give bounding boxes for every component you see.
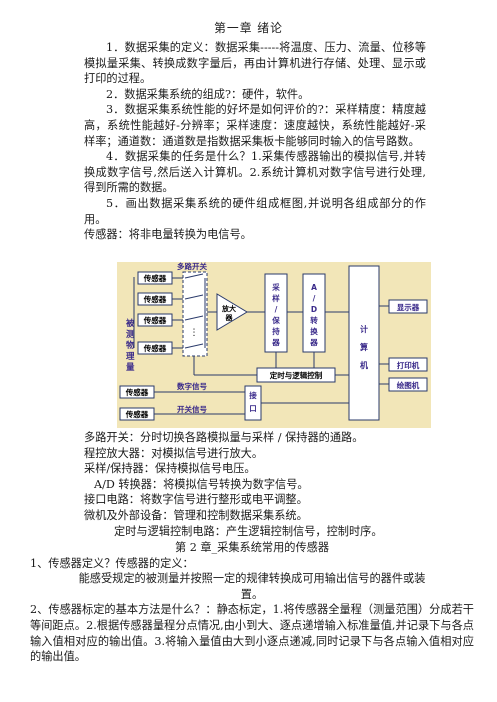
svg-text:打印机: 打印机	[397, 360, 420, 370]
svg-text:采样/保持器: 采样/保持器	[271, 282, 280, 347]
svg-text:计算机: 计算机	[360, 324, 368, 370]
switch-signal-label: 开关信号	[177, 404, 207, 414]
q-calibration: 2、传感器标定的基本方法是什么？：静态标定，1.将传感器全量程（测量范围）分成若…	[30, 603, 474, 664]
hardware-block-diagram: 被测物理量 传感器 传感器 传感器 传感器 多路开关	[117, 262, 431, 428]
svg-text:定时与逻辑控制: 定时与逻辑控制	[270, 370, 323, 380]
def-timing: 定时与逻辑控制电路：产生逻辑控制信号，控制时序。	[114, 524, 383, 538]
def-amp: 程控放大器：对模拟信号进行放大。	[84, 446, 264, 460]
svg-text:传感器: 传感器	[143, 343, 167, 353]
chapter-title: 第一章 绪论	[214, 21, 283, 35]
svg-text:显示器: 显示器	[397, 303, 420, 312]
svg-text:传感器: 传感器	[125, 409, 149, 419]
sensor-3: 传感器	[137, 313, 173, 327]
sample-hold: 采样/保持器	[264, 273, 288, 353]
paragraph-sensor: 传感器：将非电量转换为电信号。	[84, 228, 252, 242]
plotter-device: 绘图机	[388, 377, 428, 392]
svg-text:传感器: 传感器	[143, 273, 167, 283]
svg-text:放大器: 放大器	[221, 304, 236, 322]
svg-text:传感器: 传感器	[143, 315, 167, 325]
def-iface: 接口电路：将数字信号进行整形或电平调整。	[84, 493, 308, 507]
printer-device: 打印机	[388, 357, 428, 372]
chapter2-body: 第 2 章_采集系统常用的传感器 1、传感器定义？传感器的定义： 能感受规定的被…	[30, 540, 474, 665]
def-pc: 微机及外部设备：管理和控制数据采集系统。	[84, 508, 308, 522]
paragraph-performance: 3．数据采集系统性能的好坏是如何评价的?：采样精度：精度越高，系统性能越好-分辨…	[84, 103, 426, 148]
svg-text:⋮: ⋮	[190, 328, 199, 338]
interface: 接口	[244, 385, 262, 421]
computer: 计算机	[348, 265, 380, 421]
sensor-4: 传感器	[137, 341, 173, 355]
svg-text:传感器: 传感器	[143, 294, 167, 304]
timing-logic-control: 定时与逻辑控制	[256, 367, 336, 383]
display-device: 显示器	[388, 299, 428, 314]
paragraph-composition: 2．数据采集系统的组成?：硬件，软件。	[106, 87, 310, 101]
q-sensor-definition: 1、传感器定义？传感器的定义：	[30, 556, 194, 570]
component-definitions: 多路开关：分时切换各路模拟量与采样 / 保持器的通路。 程控放大器：对模拟信号进…	[84, 430, 426, 539]
sensor-switch: 传感器	[119, 407, 155, 421]
sensor-2: 传感器	[137, 292, 173, 306]
svg-text:多路开关: 多路开关	[177, 262, 207, 271]
multiplexer: 多路开关 ⋮	[177, 262, 208, 357]
svg-text:传感器: 传感器	[125, 387, 149, 397]
paragraph-diagram-question: 5．画出数据采集系统的硬件组成框图,并说明各组成部分的作用。	[84, 196, 426, 226]
a-sensor-definition: 能感受规定的被测量并按照一定的规律转换成可用输出信号的器件或装置。	[78, 572, 426, 601]
measured-quantity-label: 被测物理量	[126, 318, 135, 373]
svg-text:接口: 接口	[249, 390, 257, 413]
digital-signal-label: 数字信号	[177, 381, 207, 391]
paragraph-task: 4．数据采集的任务是什么？1.采集传感器输出的模拟信号,并转换成数字信号,然后送…	[84, 150, 426, 195]
chapter1-body: 1．数据采集的定义：数据采集-----将温度、压力、流量、位移等模拟量采集、转换…	[84, 40, 426, 243]
sensor-1: 传感器	[137, 271, 173, 285]
sensor-digital: 传感器	[119, 385, 155, 399]
chapter2-title: 第 2 章_采集系统常用的传感器	[174, 541, 330, 554]
amplifier: 放大器	[216, 293, 248, 331]
def-ad: A/D 转换器：将模拟信号转换为数字信号。	[94, 477, 309, 491]
paragraph-definition: 1．数据采集的定义：数据采集-----将温度、压力、流量、位移等模拟量采集、转换…	[84, 41, 426, 86]
def-sh: 采样/保持器：保持模拟信号电压。	[84, 462, 256, 476]
def-mux: 多路开关：分时切换各路模拟量与采样 / 保持器的通路。	[84, 431, 364, 444]
svg-text:绘图机: 绘图机	[397, 380, 420, 390]
